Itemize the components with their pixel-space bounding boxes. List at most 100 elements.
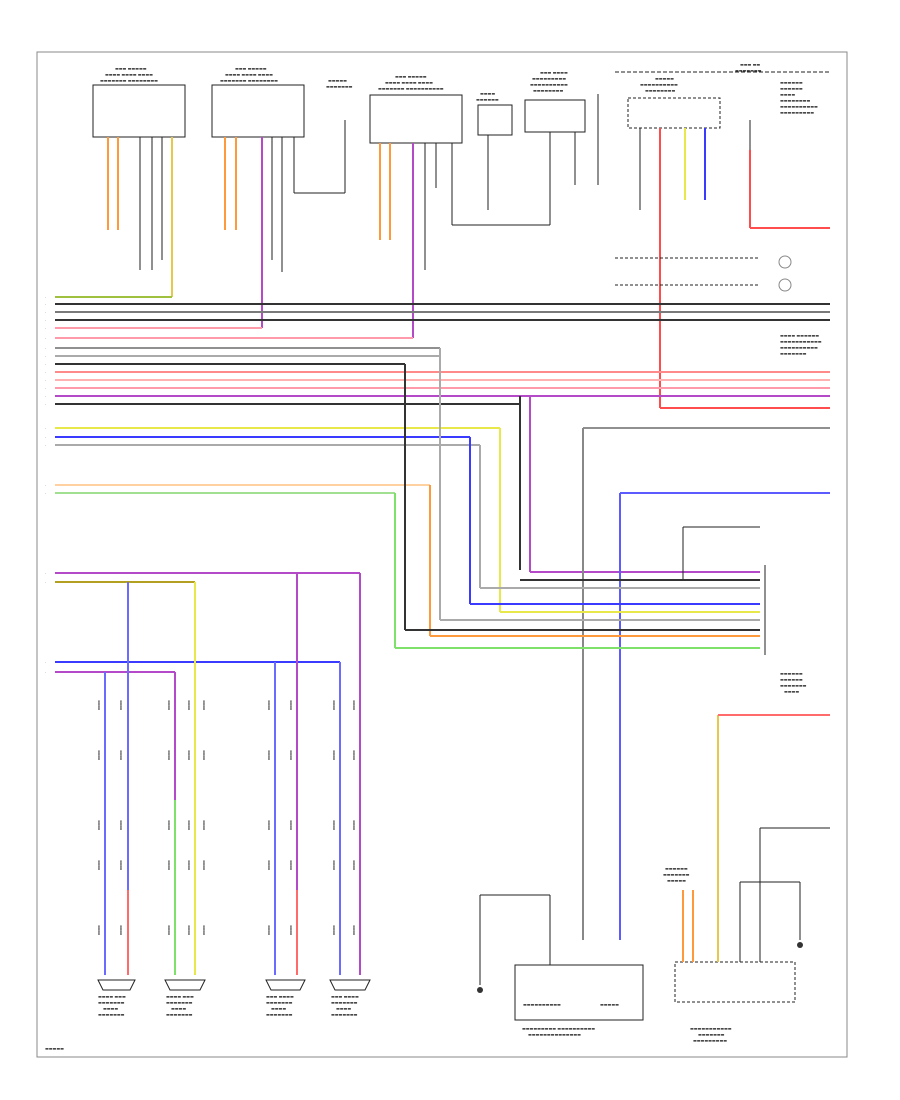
wire-code-label: ▬▬▬▬: [351, 860, 356, 870]
wire-code-label: ▬▬▬▬: [351, 820, 356, 830]
module-steering-wheel-switch: ▬▬▬▬▬▬▬▬▬▬ ▬▬▬▬▬ ▬▬▬▬▬▬▬▬▬ ▬▬▬▬▬▬▬▬▬▬ ▬▬…: [477, 894, 644, 1037]
svg-text:▬▬▬▬▬▬▬▬▬: ▬▬▬▬▬▬▬▬▬: [693, 1038, 727, 1043]
top-module-pins: [107, 94, 830, 408]
right-connector-wires: [395, 565, 766, 655]
wire-codes: ▬▬▬▬ ▬▬▬▬ ▬▬▬▬ ▬▬▬▬ ▬▬▬▬ ▬▬▬▬ ▬▬▬▬ ▬▬▬▬ ▬▬▬▬ ▬▬▬▬…: [45, 296, 356, 936]
pin-marker: ·: [45, 303, 46, 307]
pin-marker: ·: [45, 355, 46, 359]
svg-text:▬▬▬▬▬▬▬ ▬▬▬▬▬▬▬▬: ▬▬▬▬▬▬▬ ▬▬▬▬▬▬▬▬: [220, 78, 278, 83]
wire-code-label: ▬▬▬▬: [186, 925, 191, 935]
svg-text:▬▬▬ ▬▬▬▬▬: ▬▬▬ ▬▬▬▬▬: [115, 66, 147, 71]
wire-code-label: ▬▬▬▬: [266, 700, 271, 710]
pin-marker: ·: [45, 347, 46, 351]
wire-code-label: ▬▬▬▬: [201, 860, 206, 870]
wire-code-label: ▬▬▬▬: [201, 750, 206, 760]
svg-text:▬▬▬▬▬▬▬: ▬▬▬▬▬▬▬: [735, 68, 762, 73]
module-fuse-box: ▬▬▬ ▬▬ ▬▬▬▬▬▬▬ ▬▬▬▬▬▬ ▬▬▬▬▬▬ ▬▬▬▬ ▬▬▬▬▬▬…: [615, 62, 830, 115]
svg-text:▬▬▬▬▬▬▬▬: ▬▬▬▬▬▬▬▬: [533, 88, 563, 93]
wire-code-label: ▬▬▬▬: [288, 860, 293, 870]
svg-text:▬▬▬▬▬▬▬▬▬▬▬: ▬▬▬▬▬▬▬▬▬▬▬: [780, 339, 822, 344]
svg-text:▬▬▬▬▬: ▬▬▬▬▬: [328, 78, 347, 83]
svg-text:▬▬▬▬▬▬: ▬▬▬▬▬▬: [476, 97, 499, 102]
wire-code-label: ▬▬▬▬: [201, 700, 206, 710]
wire-code-label: ▬▬▬▬: [351, 750, 356, 760]
wire-code-label: ▬▬▬▬: [266, 925, 271, 935]
svg-text:▬▬▬▬▬▬▬▬: ▬▬▬▬▬▬▬▬: [645, 88, 675, 93]
wire-code-label: ▬▬▬▬: [166, 700, 171, 710]
pin-marker: ·: [45, 572, 46, 576]
svg-text:▬▬▬▬▬▬▬: ▬▬▬▬▬▬▬: [331, 1012, 358, 1017]
wire-code-label: ▬▬▬▬: [331, 925, 336, 935]
speaker-left-rear-woofer: ▬▬▬ ▬▬▬▬ ▬▬▬▬▬▬▬ ▬▬▬▬ ▬▬▬▬▬▬▬: [329, 979, 371, 1017]
wire-code-label: ▬▬▬▬: [96, 925, 101, 935]
wire-code-label: ▬▬▬▬: [331, 700, 336, 710]
pin-marker: ·: [45, 581, 46, 585]
svg-text:▬▬▬▬▬: ▬▬▬▬▬: [600, 1002, 619, 1007]
svg-text:▬▬▬▬: ▬▬▬▬: [480, 91, 495, 96]
svg-text:▬▬▬▬: ▬▬▬▬: [103, 1006, 118, 1011]
svg-text:▬▬▬▬: ▬▬▬▬: [784, 689, 799, 694]
svg-text:▬▬▬▬ ▬▬▬▬ ▬▬▬▬: ▬▬▬▬ ▬▬▬▬ ▬▬▬▬: [225, 72, 273, 77]
wire-code-label: ▬▬▬▬: [288, 820, 293, 830]
svg-text:▬▬▬▬▬▬: ▬▬▬▬▬▬: [780, 671, 803, 676]
svg-text:▬▬▬▬ ▬▬▬: ▬▬▬▬ ▬▬▬: [98, 994, 126, 999]
svg-text:▬▬▬▬: ▬▬▬▬: [780, 92, 795, 97]
pin-marker: ·: [45, 337, 46, 341]
pin-marker: ·: [45, 661, 46, 665]
svg-text:▬▬▬▬▬▬▬▬▬▬: ▬▬▬▬▬▬▬▬▬▬: [780, 345, 818, 350]
wire-code-label: ▬▬▬▬: [118, 750, 123, 760]
pin-marker: ·: [45, 395, 46, 399]
svg-text:▬▬▬▬▬▬▬ ▬▬▬▬▬▬▬▬: ▬▬▬▬▬▬▬ ▬▬▬▬▬▬▬▬: [100, 78, 158, 83]
svg-text:▬▬▬▬▬: ▬▬▬▬▬: [667, 878, 686, 883]
wire-code-label: ▬▬▬▬: [331, 750, 336, 760]
svg-text:▬▬▬▬: ▬▬▬▬: [336, 1006, 351, 1011]
wire-code-label: ▬▬▬▬: [96, 750, 101, 760]
svg-text:▬▬▬ ▬▬▬▬▬: ▬▬▬ ▬▬▬▬▬: [235, 66, 267, 71]
wire-code-label: ▬▬▬▬: [166, 860, 171, 870]
wire-code-label: ▬▬▬▬: [186, 700, 191, 710]
svg-text:▬▬▬▬▬▬▬: ▬▬▬▬▬▬▬: [266, 1000, 293, 1005]
svg-text:▬▬▬ ▬▬▬▬: ▬▬▬ ▬▬▬▬: [331, 994, 359, 999]
module-center-speaker: ▬▬▬▬▬ ▬▬▬▬▬▬▬: [326, 78, 353, 89]
module-left-front-door-speaker-upper: ▬▬▬ ▬▬▬▬▬ ▬▬▬▬ ▬▬▬▬ ▬▬▬▬ ▬▬▬▬▬▬▬ ▬▬▬▬▬▬▬…: [92, 66, 186, 138]
wire-code-label: ▬▬▬▬: [186, 750, 191, 760]
svg-text:▬▬▬▬ ▬▬▬: ▬▬▬▬ ▬▬▬: [166, 994, 194, 999]
wire-code-label: ▬▬▬▬: [351, 700, 356, 710]
svg-text:▬▬▬▬▬▬▬: ▬▬▬▬▬▬▬: [266, 1012, 293, 1017]
svg-text:▬▬▬▬▬▬▬▬▬▬: ▬▬▬▬▬▬▬▬▬▬: [780, 104, 818, 109]
svg-text:▬▬▬▬ ▬▬▬▬ ▬▬▬▬: ▬▬▬▬ ▬▬▬▬ ▬▬▬▬: [105, 72, 153, 77]
rear-speaker-harness: [55, 572, 361, 975]
svg-text:▬▬▬▬▬▬▬: ▬▬▬▬▬▬▬: [326, 84, 353, 89]
pin-marker: ·: [45, 311, 46, 315]
wire-code-label: ▬▬▬▬: [288, 750, 293, 760]
pin-marker: ·: [45, 387, 46, 391]
svg-text:▬▬▬ ▬▬▬▬: ▬▬▬ ▬▬▬▬: [540, 70, 568, 75]
wire-code-label: ▬▬▬▬: [118, 925, 123, 935]
svg-text:▬▬▬ ▬▬: ▬▬▬ ▬▬: [740, 62, 760, 67]
wire-code-label: ▬▬▬▬: [96, 860, 101, 870]
pin-marker: ·: [45, 492, 46, 496]
svg-text:▬▬▬▬▬▬▬: ▬▬▬▬▬▬▬: [98, 1000, 125, 1005]
pin-marker: ·: [45, 319, 46, 323]
svg-text:▬▬▬▬▬▬▬: ▬▬▬▬▬▬▬: [166, 1000, 193, 1005]
speaker-left-rear-tweeter: ▬▬▬ ▬▬▬▬ ▬▬▬▬▬▬▬ ▬▬▬▬ ▬▬▬▬▬▬▬: [265, 979, 306, 1017]
svg-text:▬▬▬▬▬▬▬: ▬▬▬▬▬▬▬: [780, 351, 807, 356]
module-right-front-door-speaker: ▬▬▬ ▬▬▬▬▬ ▬▬▬▬ ▬▬▬▬ ▬▬▬▬ ▬▬▬▬▬▬▬ ▬▬▬▬▬▬▬…: [369, 74, 463, 144]
svg-text:▬▬▬▬▬▬▬▬▬▬: ▬▬▬▬▬▬▬▬▬▬: [523, 1002, 561, 1007]
module-amplifier: ▬▬▬▬▬▬ ▬▬▬▬▬▬▬ ▬▬▬▬▬ ▬▬▬▬▬▬▬▬▬▬▬ ▬▬▬▬▬▬▬…: [663, 714, 830, 1043]
wire-code-label: ▬▬▬▬: [331, 820, 336, 830]
svg-text:▬▬▬▬▬▬▬▬▬▬▬: ▬▬▬▬▬▬▬▬▬▬▬: [690, 1026, 732, 1031]
wire-code-label: ▬▬▬▬: [351, 925, 356, 935]
diagram-frame: [36, 51, 848, 1058]
page-code: ▬▬▬▬▬: [45, 1046, 64, 1051]
svg-text:▬▬▬▬▬▬: ▬▬▬▬▬▬: [780, 80, 803, 85]
svg-text:▬▬▬▬▬▬▬▬▬: ▬▬▬▬▬▬▬▬▬: [780, 110, 814, 115]
wire-code-label: ▬▬▬▬: [96, 700, 101, 710]
pin-marker: ·: [45, 371, 46, 375]
svg-text:▬▬▬▬: ▬▬▬▬: [271, 1006, 286, 1011]
wire-code-label: ▬▬▬▬: [266, 750, 271, 760]
svg-text:▬▬▬▬▬▬▬▬▬▬: ▬▬▬▬▬▬▬▬▬▬: [640, 82, 678, 87]
svg-text:▬▬▬▬▬▬: ▬▬▬▬▬▬: [665, 866, 688, 871]
svg-text:▬▬▬▬ ▬▬▬▬ ▬▬▬▬: ▬▬▬▬ ▬▬▬▬ ▬▬▬▬: [385, 80, 433, 85]
